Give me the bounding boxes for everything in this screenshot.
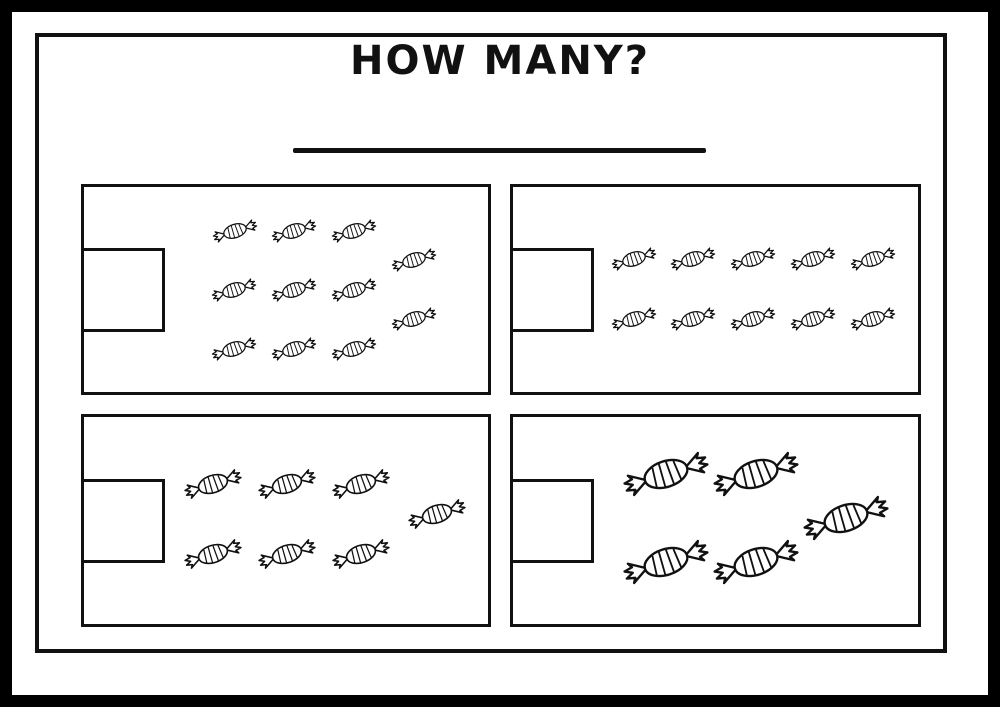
candy-icon bbox=[849, 305, 897, 337]
candy-icon bbox=[710, 448, 802, 504]
candy-icon bbox=[710, 536, 802, 592]
worksheet-frame bbox=[35, 33, 947, 653]
candy-icon bbox=[390, 246, 438, 278]
candy-icon bbox=[406, 496, 468, 536]
candy-icon bbox=[270, 335, 318, 367]
candy-icon bbox=[330, 335, 378, 367]
candy-icon bbox=[849, 245, 897, 277]
candy-icon bbox=[729, 305, 777, 337]
candy-icon bbox=[256, 466, 318, 506]
answer-box-bottom-left[interactable] bbox=[81, 479, 165, 563]
candy-icon bbox=[390, 305, 438, 337]
candy-icon bbox=[669, 245, 717, 277]
stock-id-text: #479791118 bbox=[11, 506, 29, 594]
answer-box-bottom-right[interactable] bbox=[510, 479, 594, 563]
answer-box-top-left[interactable] bbox=[81, 248, 165, 332]
candy-icon bbox=[330, 276, 378, 308]
candy-icon bbox=[330, 536, 392, 576]
candy-icon bbox=[729, 245, 777, 277]
candy-icon bbox=[620, 536, 712, 592]
candy-icon bbox=[800, 492, 892, 548]
title-underline bbox=[293, 148, 706, 153]
candy-icon bbox=[256, 536, 318, 576]
candy-icon bbox=[610, 245, 658, 277]
candy-icon bbox=[210, 335, 258, 367]
candy-icon bbox=[620, 448, 712, 504]
candy-icon bbox=[789, 245, 837, 277]
candy-icon bbox=[211, 217, 259, 249]
candy-icon bbox=[182, 466, 244, 506]
candy-icon bbox=[669, 305, 717, 337]
worksheet-title: HOW MANY? bbox=[350, 38, 650, 84]
candy-icon bbox=[789, 305, 837, 337]
candy-icon bbox=[330, 466, 392, 506]
candy-icon bbox=[210, 276, 258, 308]
candy-icon bbox=[270, 217, 318, 249]
candy-icon bbox=[330, 217, 378, 249]
answer-box-top-right[interactable] bbox=[510, 248, 594, 332]
candy-icon bbox=[610, 305, 658, 337]
candy-icon bbox=[270, 276, 318, 308]
candy-icon bbox=[182, 536, 244, 576]
stock-id-watermark: #479791118 bbox=[0, 480, 40, 620]
